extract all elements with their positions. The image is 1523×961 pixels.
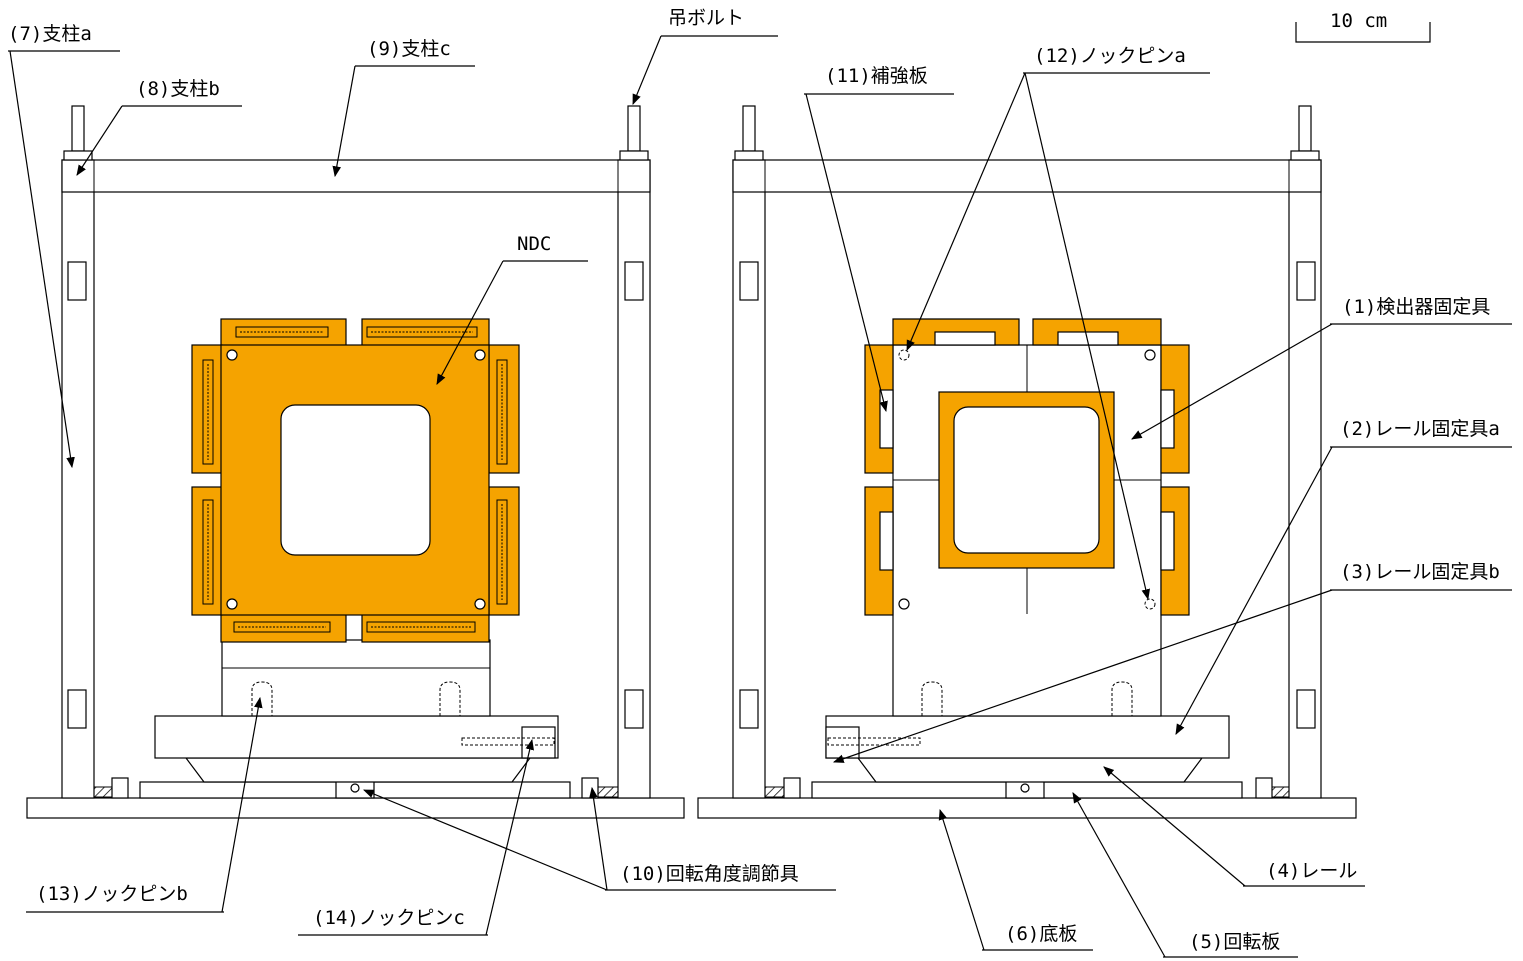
post-c-top <box>61 159 651 193</box>
scale-bar: 10 cm <box>1295 10 1431 43</box>
label-rail: (4)レール <box>1266 860 1357 882</box>
hanging-bolt-left-a <box>71 105 85 152</box>
knock-pin-a-hole-1 <box>898 349 910 361</box>
annotations: (7)支柱a (8)支柱b (9)支柱c 吊ボルト NDC (11)補強板 (1… <box>8 7 1512 958</box>
label-post-c: (9)支柱c <box>367 38 451 60</box>
left-view <box>26 105 685 819</box>
ndc-window <box>280 404 431 556</box>
label-knock-pin-c: (14)ノックピンc <box>313 907 465 929</box>
knock-pin-b-left-1 <box>251 681 273 716</box>
knock-pin-c-hole <box>350 783 360 793</box>
label-hanging-bolt: 吊ボルト <box>668 7 744 29</box>
rail-left <box>184 757 532 783</box>
base-plate-right <box>697 797 1357 819</box>
knock-pin-c-bar <box>461 737 555 746</box>
hanging-bolt-left-b <box>627 105 641 152</box>
label-knock-pin-b: (13)ノックピンb <box>36 883 188 905</box>
label-rail-fixture-a: (2)レール固定具a <box>1340 418 1500 440</box>
label-post-b: (8)支柱b <box>136 78 220 100</box>
detector-fixture-brackets <box>864 318 1190 616</box>
ndc-detector <box>191 318 520 643</box>
knock-pin-b-left-2 <box>439 681 461 716</box>
label-rail-fixture-b: (3)レール固定具b <box>1340 561 1500 583</box>
label-base-plate: (6)底板 <box>1005 923 1077 945</box>
label-detector-fixture: (1)検出器固定具 <box>1342 296 1490 318</box>
rail-fixture-b-right <box>825 726 860 759</box>
label-ndc: NDC <box>517 233 551 255</box>
label-reinforcement: (11)補強板 <box>825 65 928 87</box>
knock-pin-a-hole-2 <box>1144 598 1156 610</box>
right-view <box>697 105 1357 819</box>
nut-left-a <box>111 777 129 799</box>
label-knock-pin-a: (12)ノックピンa <box>1034 45 1186 67</box>
rail-fixture-a-right <box>825 715 1230 759</box>
support-plate-left <box>221 639 491 717</box>
rail-fixture-a-left <box>154 715 559 759</box>
base-plate-left <box>26 797 685 819</box>
label-angle-adjuster: (10)回転角度調節具 <box>620 863 799 885</box>
rail-fixture-b-left <box>521 726 556 759</box>
nut-left-b <box>581 777 599 799</box>
scale-label: 10 cm <box>1330 10 1387 32</box>
label-post-a: (7)支柱a <box>8 23 92 45</box>
rail-right <box>856 757 1204 783</box>
label-rotation-plate: (5)回転板 <box>1189 931 1280 953</box>
